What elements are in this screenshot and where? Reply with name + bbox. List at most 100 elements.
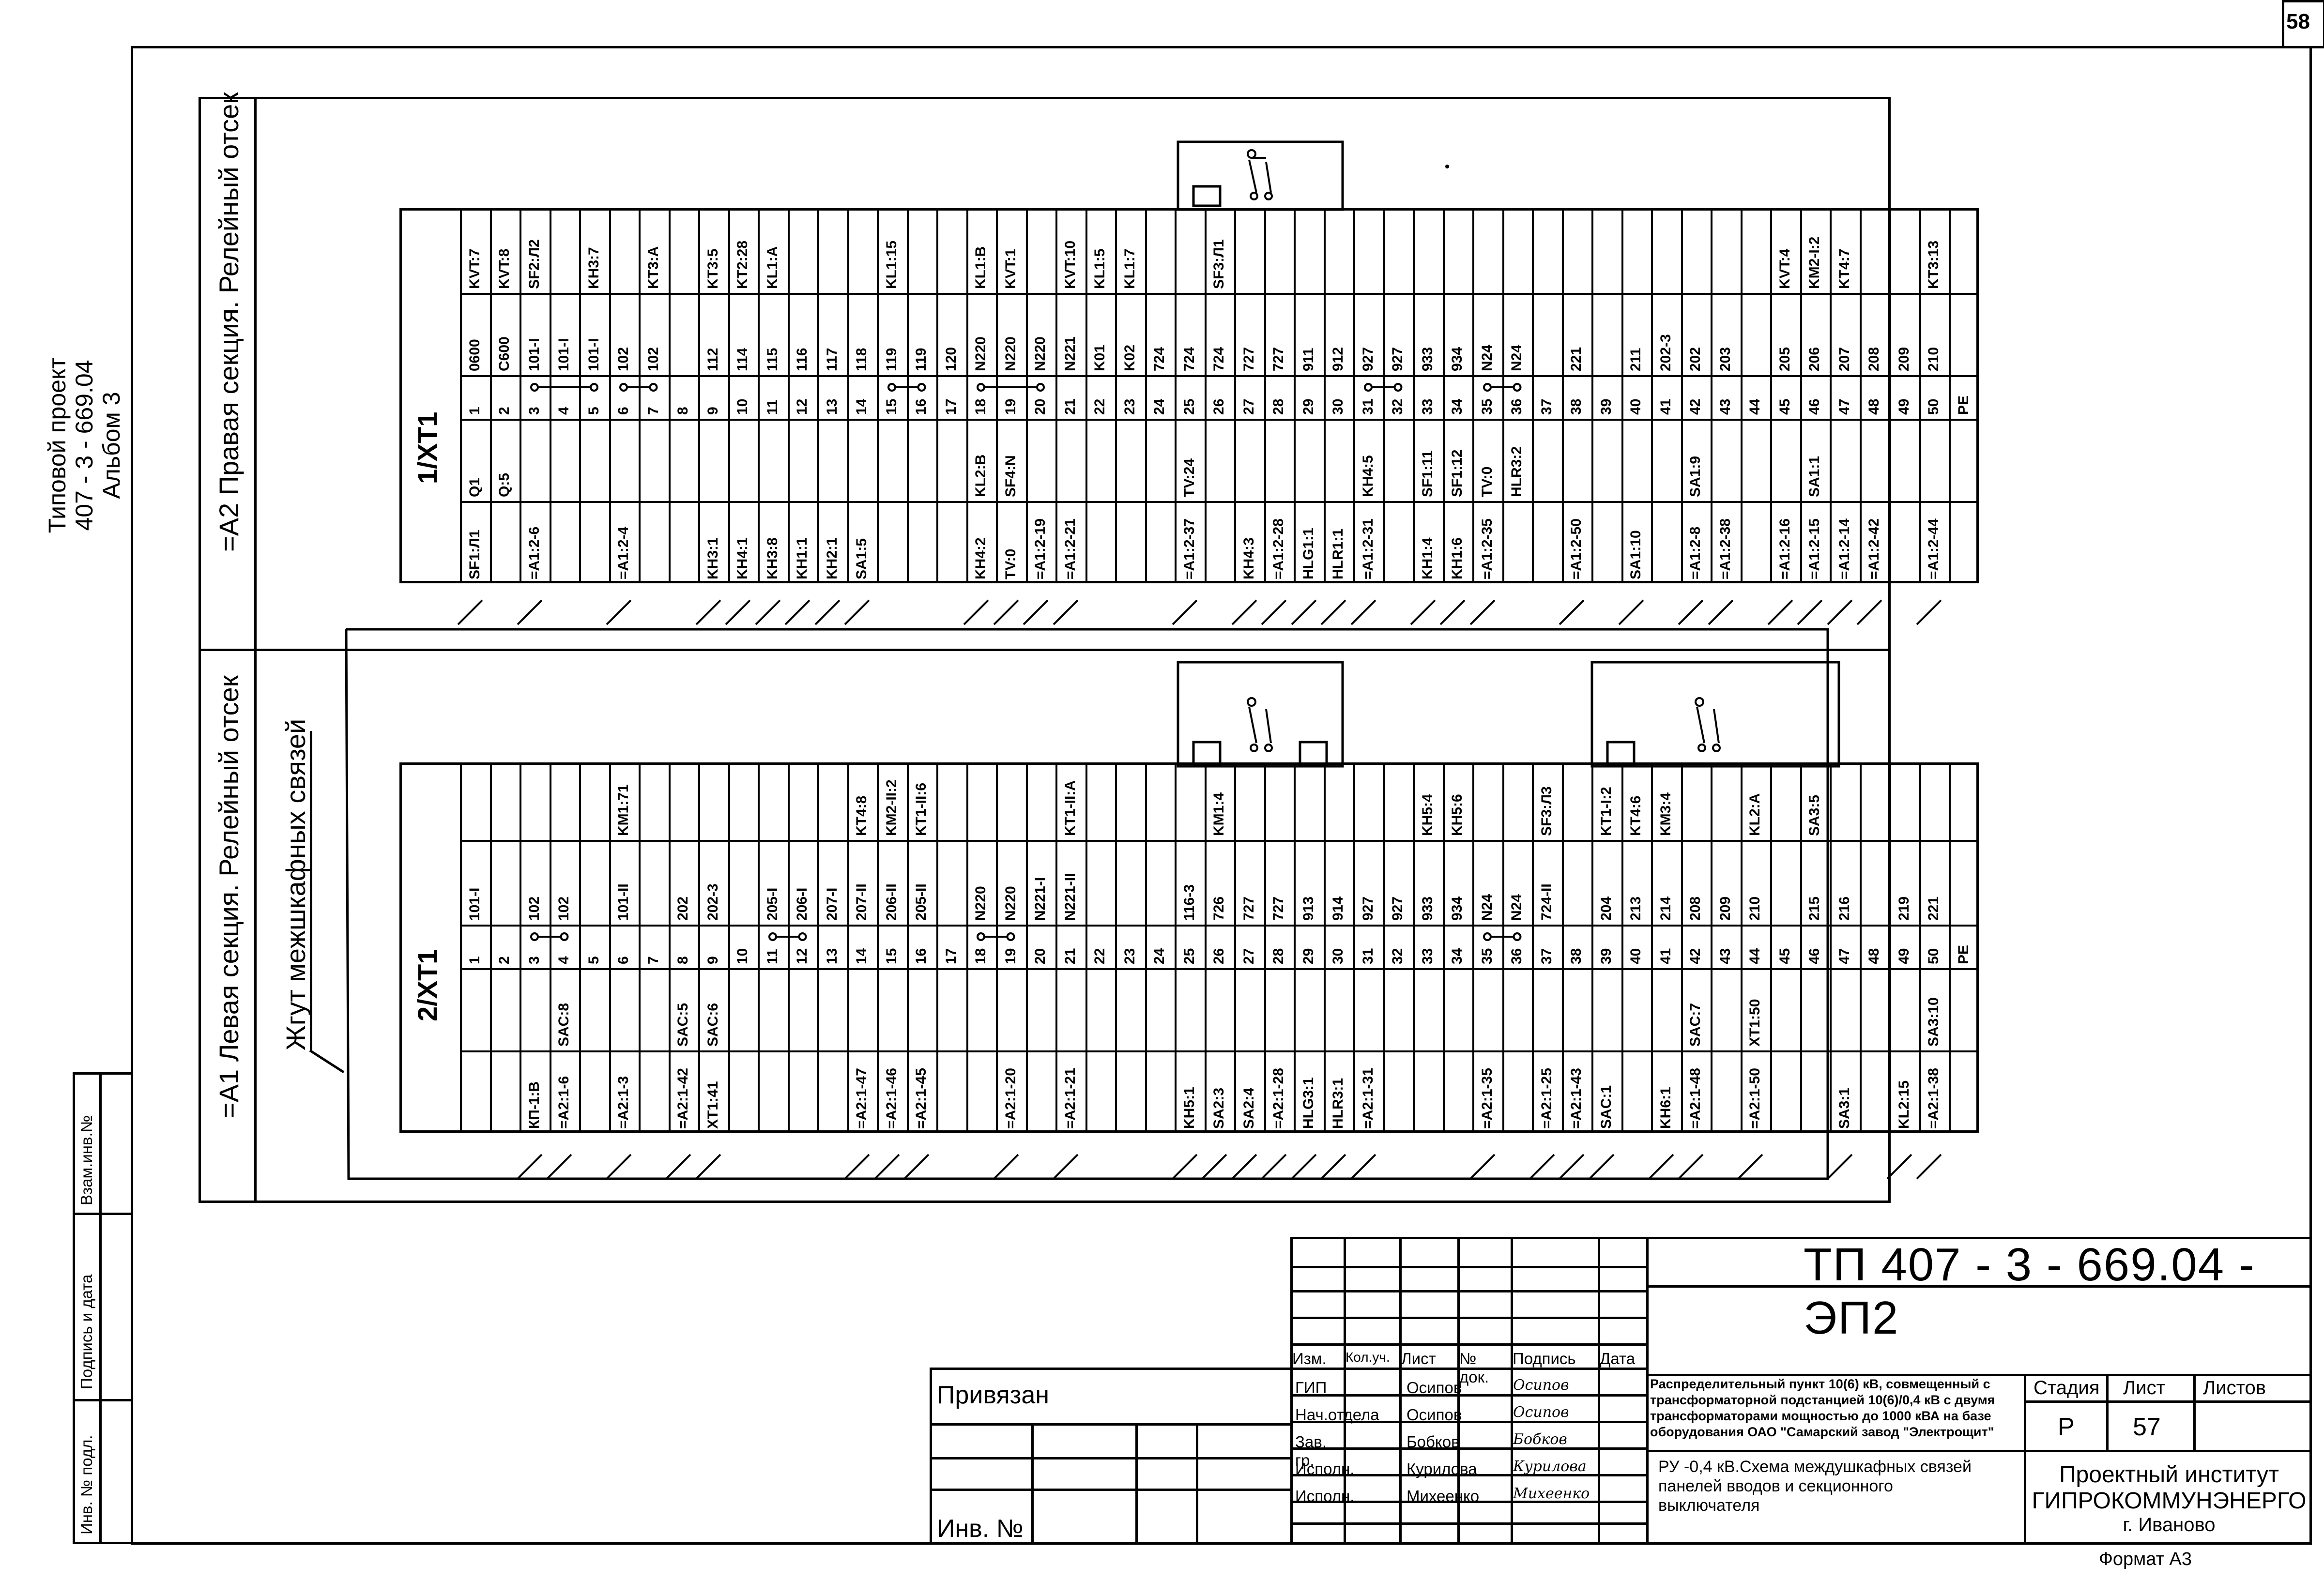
terminal-cell-n: 28: [1270, 948, 1287, 964]
terminal-bridge: [977, 383, 1045, 392]
terminal-cell-w: 206-I: [794, 887, 810, 921]
table-row-line: [1889, 762, 1891, 1133]
terminal-cell-a: =А1:2-14: [1836, 518, 1852, 579]
table-row-line: [520, 208, 521, 583]
terminal-cell-a: =А2:1-20: [1002, 1068, 1019, 1129]
harness-tick: [993, 599, 1019, 625]
terminal-cell-n: 8: [675, 407, 691, 415]
revision-header: Изм.: [1292, 1350, 1327, 1368]
terminal-cell-n: 15: [883, 948, 900, 964]
terminal-bridge: [619, 383, 658, 392]
terminal-cell-w: N24: [1479, 344, 1495, 371]
grid-line: [1290, 1474, 1646, 1476]
tb-line: [2106, 1374, 2109, 1450]
terminal-cell-n: 43: [1717, 398, 1733, 415]
harness-tick: [1916, 599, 1942, 625]
terminal-cell-n: 29: [1300, 948, 1316, 964]
terminal-cell-n: PE: [1955, 395, 1972, 415]
harness-tick: [1172, 1154, 1198, 1180]
terminal-cell-c: KL1:B: [973, 246, 989, 289]
grid-line: [1290, 1266, 1646, 1268]
terminal-cell-w: N220: [1002, 886, 1019, 921]
table-row-line: [489, 208, 492, 583]
terminal-cell-a: =А2:1-25: [1538, 1068, 1555, 1129]
terminal-cell-n: 5: [585, 956, 602, 964]
terminal-cell-n: 21: [1062, 948, 1078, 964]
terminal-cell-n: 35: [1479, 948, 1495, 964]
terminal-cell-w: 927: [1360, 896, 1376, 921]
terminal-cell-a: XT1:41: [704, 1081, 721, 1129]
description: Распределительный пункт 10(6) кВ, совмещ…: [1650, 1376, 2023, 1440]
terminal-cell-w: 102: [645, 347, 661, 371]
terminal-cell-a: =А2:1-31: [1360, 1068, 1376, 1129]
terminal-cell-c: KVT:1: [1002, 248, 1019, 289]
table-row-line: [1561, 762, 1564, 1133]
terminal-cell-a: =А1:2-8: [1687, 526, 1704, 579]
terminal-cell-n: 31: [1360, 398, 1376, 415]
terminal-cell-w: 209: [1717, 896, 1733, 921]
harness-tick: [1261, 599, 1287, 625]
terminal-cell-b: SA1:9: [1687, 456, 1704, 497]
terminal-cell-n: 30: [1330, 948, 1346, 964]
terminal-cell-a: SAC:1: [1598, 1085, 1614, 1129]
table-row-line: [1770, 208, 1772, 583]
table-row-line: [1651, 208, 1653, 583]
terminal-cell-w: K02: [1121, 344, 1138, 371]
terminal-cell-n: 14: [854, 948, 870, 964]
terminal-cell-c: SF2:Л2: [526, 239, 542, 289]
tb-line: [930, 1489, 1290, 1491]
privyazan-block: [930, 1368, 1293, 1545]
terminal-cell-c: KT1-I:2: [1598, 787, 1614, 836]
terminal-cell-c: KL1:7: [1121, 248, 1138, 289]
terminal-cell-w: C600: [496, 336, 513, 371]
terminal-cell-w: 102: [556, 896, 572, 921]
revision-header: Кол.уч.: [1345, 1350, 1390, 1365]
terminal-cell-w: 202-3: [1657, 334, 1674, 371]
terminal-cell-a: =А1:2-31: [1360, 518, 1376, 579]
terminal-cell-c: SF3:Л3: [1538, 786, 1555, 836]
format-label: Формат А3: [2099, 1549, 2192, 1569]
harness-tick: [606, 599, 632, 625]
table-row-line: [1472, 208, 1474, 583]
terminal-cell-n: 29: [1300, 398, 1316, 415]
terminal-cell-w: 205-II: [913, 883, 930, 921]
terminal-cell-c: KM2-II:2: [883, 779, 900, 836]
description-line: оборудования ОАО "Самарский завод "Элект…: [1650, 1425, 1994, 1439]
terminal-cell-n: 26: [1211, 948, 1227, 964]
harness-tick: [1559, 1154, 1585, 1180]
terminal-bridge: [1363, 383, 1403, 392]
terminal-cell-a: КП-1:В: [526, 1081, 542, 1129]
terminal-cell-w: 221: [1926, 896, 1942, 921]
table-row-line: [1413, 762, 1415, 1133]
person-role: Зав. гр.: [1295, 1433, 1327, 1469]
table-row-line: [787, 208, 790, 583]
table-row-line: [1145, 208, 1147, 583]
terminal-cell-b: SF1:12: [1449, 449, 1466, 497]
harness-tick: [1410, 599, 1436, 625]
terminal-cell-w: 206: [1806, 347, 1823, 371]
harness-tick: [1767, 599, 1793, 625]
terminal-cell-n: 13: [824, 948, 840, 964]
terminal-cell-w: 214: [1657, 896, 1674, 921]
table-row-line: [966, 208, 968, 583]
side-stamp-vzam: Взам.инв.№: [77, 1115, 95, 1205]
table-row-line: [1591, 762, 1593, 1133]
terminal-cell-a: =А2:1-50: [1747, 1068, 1763, 1129]
harness-tick: [1708, 599, 1734, 625]
harness-tick: [1291, 1154, 1317, 1180]
table-row-line: [1353, 762, 1355, 1133]
terminal-cell-n: 33: [1419, 398, 1436, 415]
terminal-cell-c: KH5:6: [1449, 794, 1466, 836]
org-line-1: Проектный институт: [2059, 1462, 2279, 1488]
table-row-line: [489, 762, 492, 1133]
harness-tick: [1469, 1154, 1496, 1180]
terminal-cell-a: =А1:2-38: [1717, 518, 1733, 579]
harness-tick: [993, 1154, 1019, 1180]
page-number-box: [2282, 0, 2324, 48]
terminal-cell-n: 14: [854, 398, 870, 415]
terminal-cell-w: 219: [1896, 896, 1912, 921]
terminal-cell-w: K01: [1092, 344, 1108, 371]
table-row-line: [1681, 762, 1683, 1133]
terminal-cell-w: 101-I: [556, 338, 572, 371]
terminal-cell-n: 28: [1270, 398, 1287, 415]
